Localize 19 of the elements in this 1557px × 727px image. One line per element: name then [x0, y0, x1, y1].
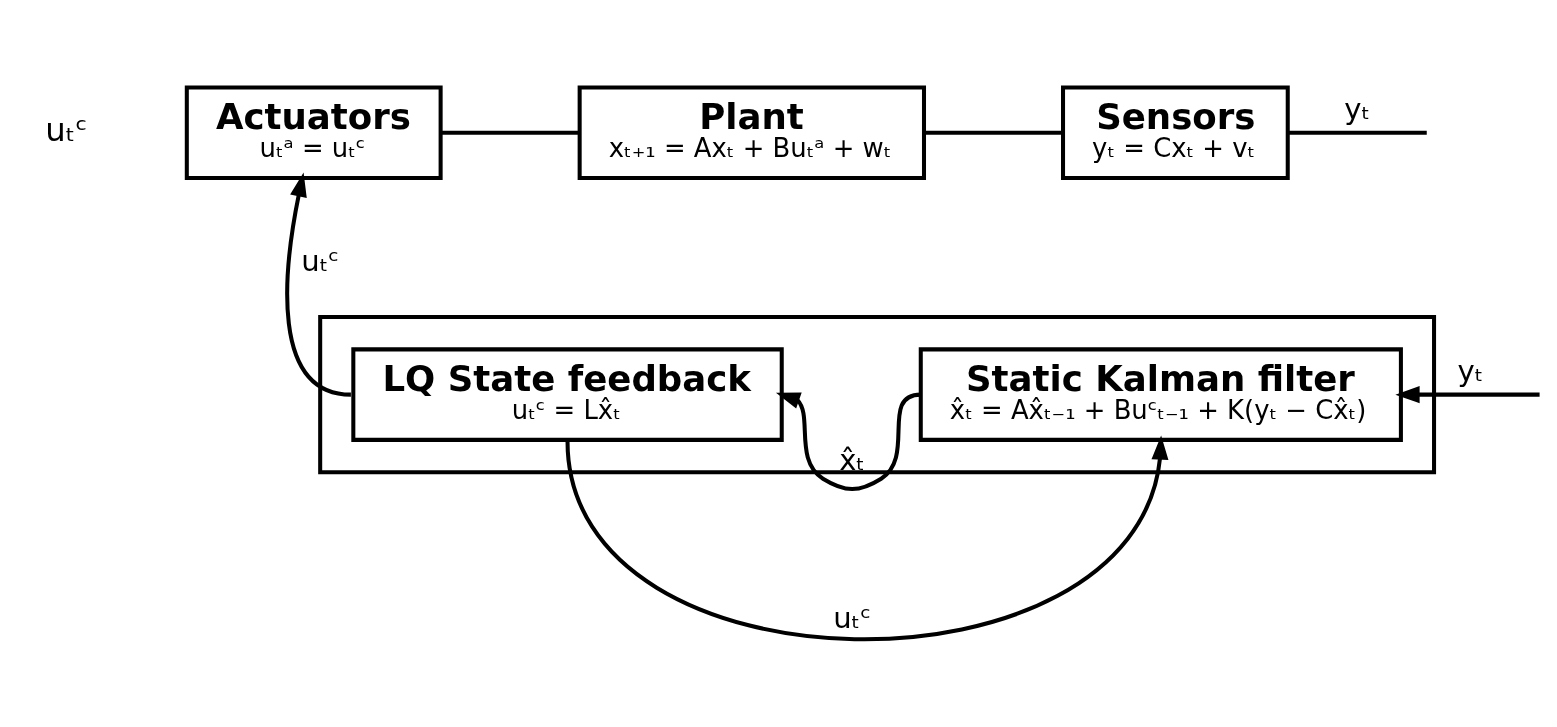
arrow — [775, 392, 922, 491]
node-box: Sensors yₜ = Cxₜ + vₜ — [1061, 85, 1290, 180]
edge-label: uₜᶜ — [833, 601, 871, 636]
edge-label: uₜᶜ — [301, 243, 340, 278]
edge-label: x̂ₜ — [839, 442, 865, 477]
edge-label: yₜ — [1344, 91, 1371, 126]
arrow — [565, 435, 1169, 641]
arrow — [285, 172, 352, 397]
cluster — [318, 315, 1437, 475]
connector — [924, 130, 1063, 135]
label: uₜᶜ — [45, 110, 88, 149]
node-box: Plant xₜ₊₁ = Axₜ + Buₜᵃ + wₜ — [577, 85, 926, 180]
node-box: LQ State feedback uₜᶜ = Lx̂ₜ — [351, 347, 784, 442]
connector — [440, 130, 580, 135]
arrow — [1395, 386, 1540, 404]
node-box: Static Kalman filter x̂ₜ = Ax̂ₜ₋₁ + Buᶜₜ₋₁ + K(yₜ − Cx̂ₜ) — [918, 347, 1403, 442]
connector — [1288, 130, 1427, 135]
node-box: Actuators uₜᵃ = uₜᶜ — [184, 85, 443, 180]
edge-label: yₜ — [1457, 353, 1484, 388]
